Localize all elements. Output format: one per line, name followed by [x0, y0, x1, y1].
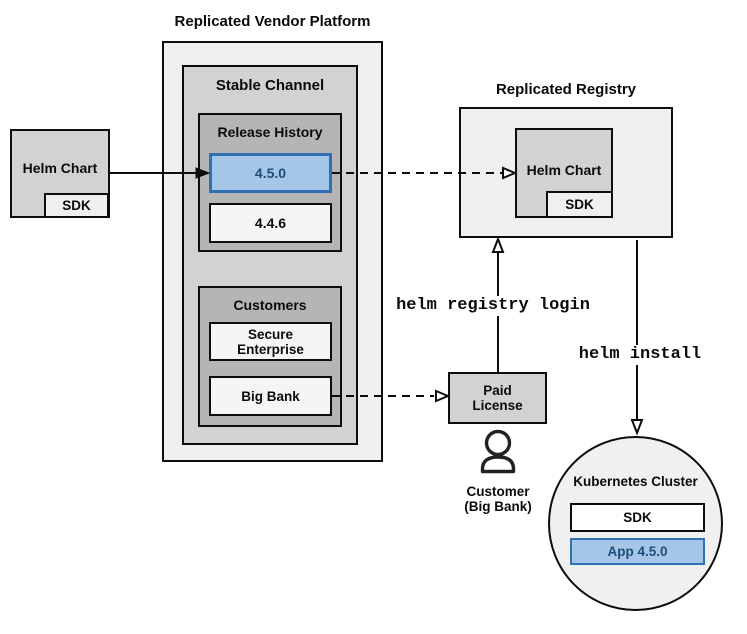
command-helm-registry-login: helm registry login — [393, 296, 593, 316]
version-446-label: 4.4.6 — [254, 215, 287, 231]
stable-channel-label: Stable Channel — [215, 77, 325, 94]
release-history-label: Release History — [217, 124, 323, 140]
cluster-app-label: App 4.5.0 — [607, 544, 668, 559]
customer-caption: Customer (Big Bank) — [464, 484, 532, 514]
customer-person-icon — [480, 429, 516, 474]
customers-label: Customers — [233, 297, 307, 313]
source-helm-chart-label: Helm Chart — [22, 159, 98, 176]
version-box-450: 4.5.0 — [209, 153, 332, 193]
registry-sdk-box: SDK — [546, 191, 613, 218]
version-box-446: 4.4.6 — [209, 203, 332, 243]
paid-license-box: Paid License — [448, 372, 547, 424]
customer-big-bank-box: Big Bank — [209, 376, 332, 416]
platform-title: Replicated Vendor Platform — [174, 13, 371, 30]
source-sdk-box: SDK — [44, 193, 109, 218]
customer-big-bank-label: Big Bank — [241, 388, 300, 404]
arrow-registry-to-cluster — [630, 240, 644, 436]
version-450-label: 4.5.0 — [254, 165, 287, 181]
customer-secure-enterprise-box: Secure Enterprise — [209, 322, 332, 361]
kubernetes-cluster-title: Kubernetes Cluster — [573, 474, 698, 489]
source-sdk-label: SDK — [62, 198, 91, 213]
paid-license-label: Paid License — [472, 383, 523, 413]
cluster-app-box: App 4.5.0 — [570, 538, 705, 565]
customer-secure-enterprise-label: Secure Enterprise — [237, 326, 304, 357]
cluster-sdk-label: SDK — [623, 510, 652, 525]
cluster-sdk-box: SDK — [570, 503, 705, 532]
command-helm-install: helm install — [577, 345, 703, 365]
registry-sdk-label: SDK — [565, 197, 594, 212]
registry-helm-chart-label: Helm Chart — [526, 162, 602, 178]
registry-title: Replicated Registry — [495, 81, 637, 98]
